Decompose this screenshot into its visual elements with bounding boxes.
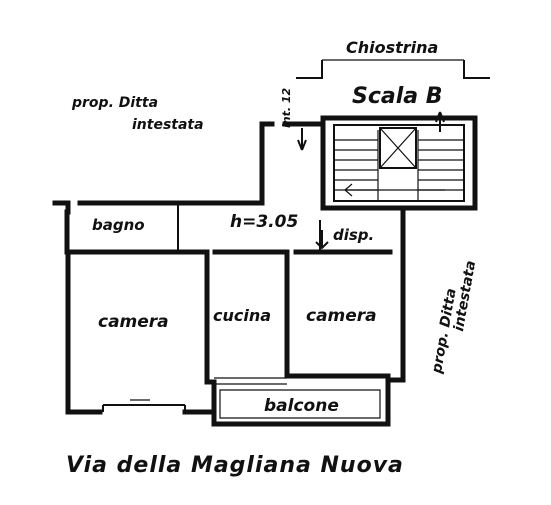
bagno-label: bagno — [92, 216, 145, 234]
entrance-arrow — [297, 128, 307, 151]
balcone-label: balcone — [264, 396, 339, 416]
ceiling-height-label: h=3.05 — [230, 212, 299, 232]
chiostrina-label: Chiostrina — [346, 38, 439, 57]
balcony-outline — [211, 377, 391, 427]
scala-label: Scala B — [352, 84, 443, 109]
stair-block — [320, 111, 478, 211]
prop-ditta-top-label: prop. Ditta — [72, 95, 159, 111]
int-number-label: int. 12 — [280, 87, 293, 128]
disp-door-arrow — [315, 230, 329, 250]
chiostrina-outline — [296, 59, 490, 79]
camera-left-label: camera — [98, 312, 169, 332]
street-label: Via della Magliana Nuova — [66, 453, 404, 478]
intestata-top-label: intestata — [132, 117, 204, 133]
camera-right-label: camera — [306, 306, 377, 326]
disp-label: disp. — [333, 226, 375, 244]
apartment-walls — [52, 121, 406, 415]
cucina-label: cucina — [213, 306, 272, 325]
